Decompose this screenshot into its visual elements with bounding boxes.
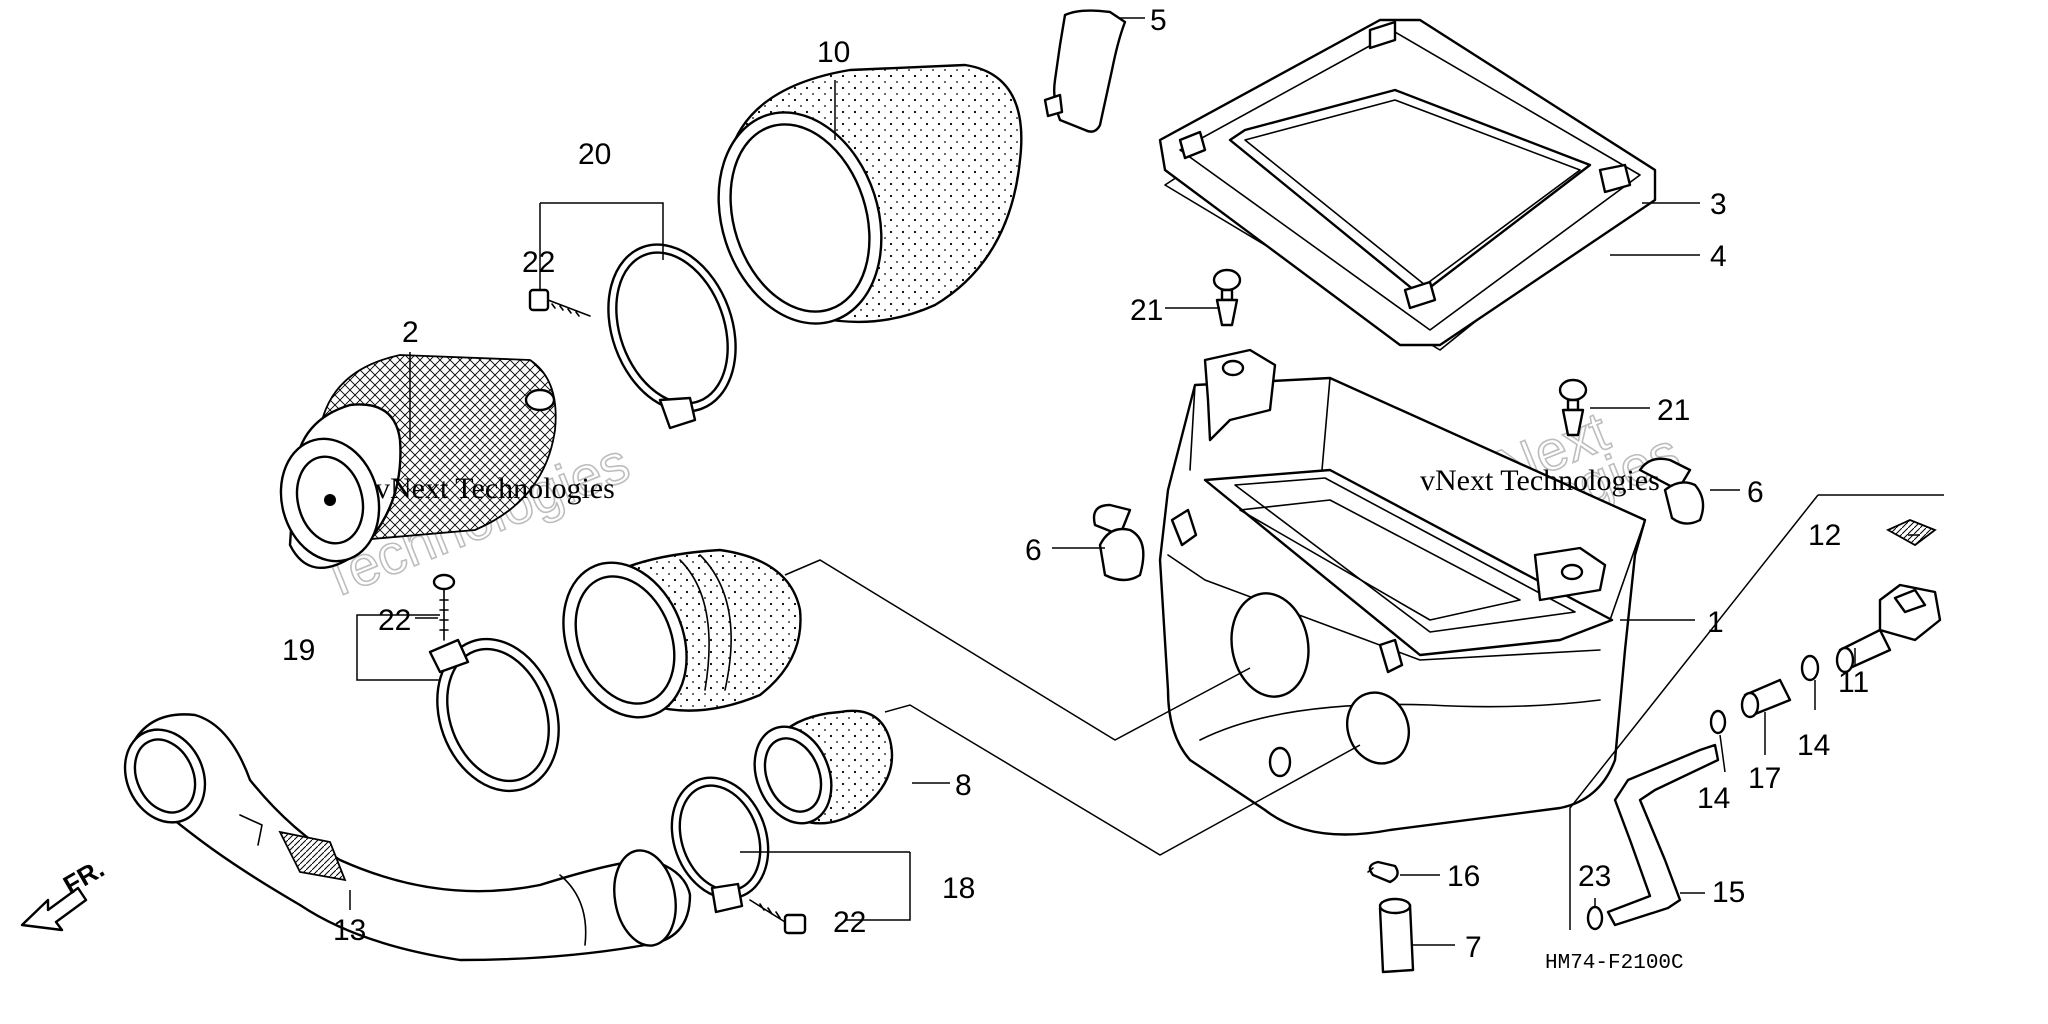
part-15-breather-tube (1606, 743, 1720, 927)
part-7-drain-tube (1378, 897, 1415, 974)
callout-label: 15 (1712, 876, 1745, 909)
callout-label: 11 (1838, 666, 1869, 699)
part-17-joint (1740, 678, 1792, 719)
callout-label: 10 (817, 36, 850, 69)
part-18-band (670, 776, 770, 914)
callout-label: 22 (378, 604, 411, 637)
callout-label: 6 (1747, 476, 1764, 509)
callout-label: 20 (578, 138, 611, 171)
callout-label: 16 (1447, 860, 1480, 893)
callout-label: 21 (1657, 394, 1690, 427)
part-19-band (428, 637, 560, 793)
part-21-fastener-left (1212, 268, 1242, 327)
callout-label: 23 (1578, 860, 1611, 893)
callout-label: 8 (955, 769, 972, 802)
part-14-clip-upper (1800, 654, 1820, 682)
watermark-label-left: vNext Technologies (375, 472, 615, 505)
callout-label: 22 (522, 246, 555, 279)
callout-label: 18 (942, 872, 975, 905)
drawing-code: HM74-F2100C (1545, 952, 1684, 975)
part-10-filter-element (717, 63, 1023, 325)
part-13-intake-duct (123, 713, 692, 962)
part-22-bolt-middle (432, 573, 456, 641)
part-11-breather (1835, 583, 1942, 674)
part-20-band (607, 243, 737, 430)
callout-label: 17 (1748, 762, 1781, 795)
connecting-tube (562, 548, 802, 719)
part-5-strap (1043, 9, 1127, 133)
part-22-bolt-top (528, 288, 591, 317)
part-6-clip-right (1638, 457, 1705, 525)
part-12-gasket (1886, 519, 1937, 547)
part-21-fastener-right (1558, 378, 1588, 437)
part-22-bolt-bottom (749, 899, 807, 935)
callout-label: 12 (1808, 519, 1841, 552)
callout-label: 7 (1465, 931, 1482, 964)
part-16-clamp (1367, 860, 1399, 884)
callout-label: 3 (1710, 188, 1727, 221)
part-23-clip (1586, 905, 1604, 931)
callout-label: 5 (1150, 4, 1167, 37)
callout-label: 1 (1707, 606, 1724, 639)
front-direction-arrow: FR. (20, 853, 109, 932)
watermark-text: vNext Technologies vNext Technologies (375, 464, 1660, 505)
callout-label: 22 (833, 906, 866, 939)
callout-label: 6 (1025, 534, 1042, 567)
part-2-inner-element (279, 354, 557, 569)
callout-label: 4 (1710, 240, 1727, 273)
part-1-air-cleaner-case (1158, 348, 1647, 836)
callout-label: 21 (1130, 294, 1163, 327)
callout-label: 13 (333, 914, 366, 947)
callout-label: 14 (1797, 729, 1830, 762)
leader-lines (349, 17, 1944, 946)
front-direction-label: FR. (58, 853, 109, 900)
part-6-clip-left (1092, 503, 1145, 582)
watermark-label-right: vNext Technologies (1420, 464, 1660, 497)
callout-label: 19 (282, 634, 315, 667)
callout-label: 14 (1697, 782, 1730, 815)
part-8-joint (753, 709, 894, 825)
part-3-4-air-cleaner-cover (1158, 18, 1657, 351)
callout-label: 2 (402, 316, 419, 349)
part-14-clip-lower (1709, 709, 1727, 735)
callout-labels: 1 2 3 4 5 6 6 7 8 10 11 12 13 14 14 15 1… (282, 4, 1869, 964)
